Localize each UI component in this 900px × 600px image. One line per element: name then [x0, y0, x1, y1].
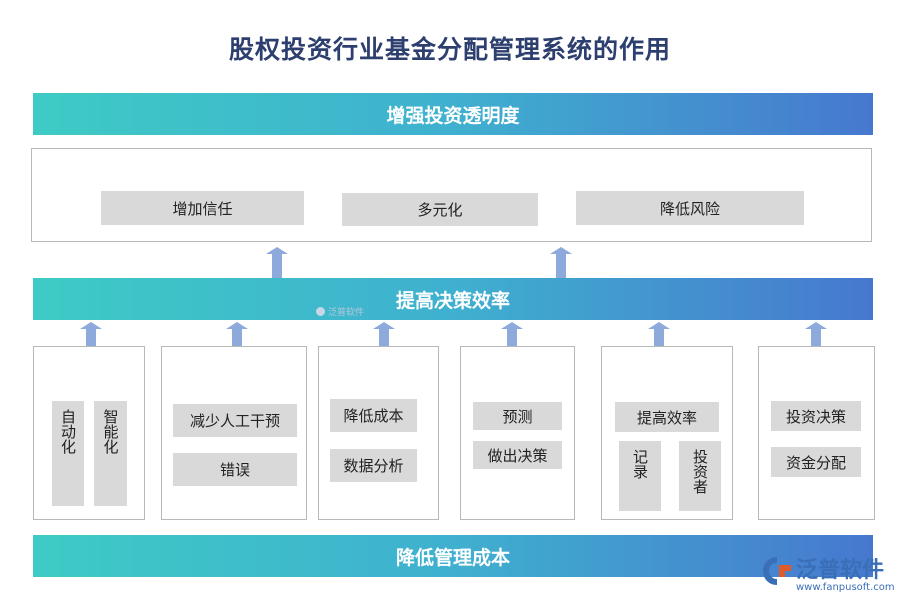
brand-logo-icon — [763, 557, 791, 585]
vchip-text: 投资者 — [691, 449, 709, 494]
chip-reduce-manual-intervention: 减少人工干预 — [173, 404, 297, 437]
vchip-text: 记录 — [631, 449, 649, 479]
vchip-record: 记录 — [619, 441, 661, 511]
vchip-investor: 投资者 — [679, 441, 721, 511]
top-box: 增加信任 多元化 降低风险 — [31, 148, 872, 242]
vchip-text: 智能化 — [101, 409, 120, 454]
brand-logo-name: 泛普软件 — [796, 558, 885, 583]
band-transparency: 增强投资透明度 — [33, 93, 873, 135]
arrow-up-icon — [550, 247, 572, 279]
arrow-up-icon — [80, 322, 102, 354]
column-box-reduce-intervention: 减少人工干预 错误 — [161, 346, 307, 520]
brand-logo-url: www.fanpusoft.com — [796, 582, 895, 593]
band-reduce-cost: 降低管理成本 — [33, 535, 873, 577]
chip-investment-decision: 投资决策 — [771, 401, 861, 431]
chip-data-analysis: 数据分析 — [330, 449, 417, 482]
chip-improve-efficiency: 提高效率 — [615, 402, 719, 432]
chip-fund-allocation: 资金分配 — [771, 447, 861, 477]
chip-forecast: 预测 — [473, 402, 562, 430]
column-box-forecast: 预测 做出决策 — [460, 346, 575, 520]
watermark-text: 泛普软件 — [328, 308, 365, 318]
column-box-cost: 降低成本 数据分析 — [318, 346, 439, 520]
watermark: 泛普软件 — [316, 305, 364, 318]
chip-errors: 错误 — [173, 453, 297, 486]
diagram-title: 股权投资行业基金分配管理系统的作用 — [228, 35, 671, 64]
arrow-up-icon — [373, 322, 395, 354]
arrow-up-icon — [501, 322, 523, 354]
arrow-up-icon — [266, 247, 288, 279]
column-box-investment: 投资决策 资金分配 — [758, 346, 875, 520]
chip-diversification: 多元化 — [342, 193, 538, 226]
vchip-text: 自动化 — [59, 409, 77, 454]
brand-logo: 泛普软件 www.fanpusoft.com — [758, 552, 898, 598]
arrow-up-icon — [648, 322, 670, 354]
chip-increase-trust: 增加信任 — [101, 191, 304, 225]
arrow-up-icon — [805, 322, 827, 354]
band-decision-efficiency: 提高决策效率 — [33, 278, 873, 320]
vchip-automation: 自动化 — [52, 401, 84, 506]
watermark-logo-icon — [316, 307, 325, 316]
column-box-efficiency: 提高效率 记录 投资者 — [601, 346, 733, 520]
arrow-up-icon — [226, 322, 248, 354]
chip-reduce-cost: 降低成本 — [330, 399, 417, 432]
chip-make-decisions: 做出决策 — [473, 441, 562, 469]
vchip-intelligence: 智能化 — [94, 401, 127, 506]
column-box-automation: 自动化 智能化 — [33, 346, 145, 520]
chip-reduce-risk: 降低风险 — [576, 191, 804, 225]
